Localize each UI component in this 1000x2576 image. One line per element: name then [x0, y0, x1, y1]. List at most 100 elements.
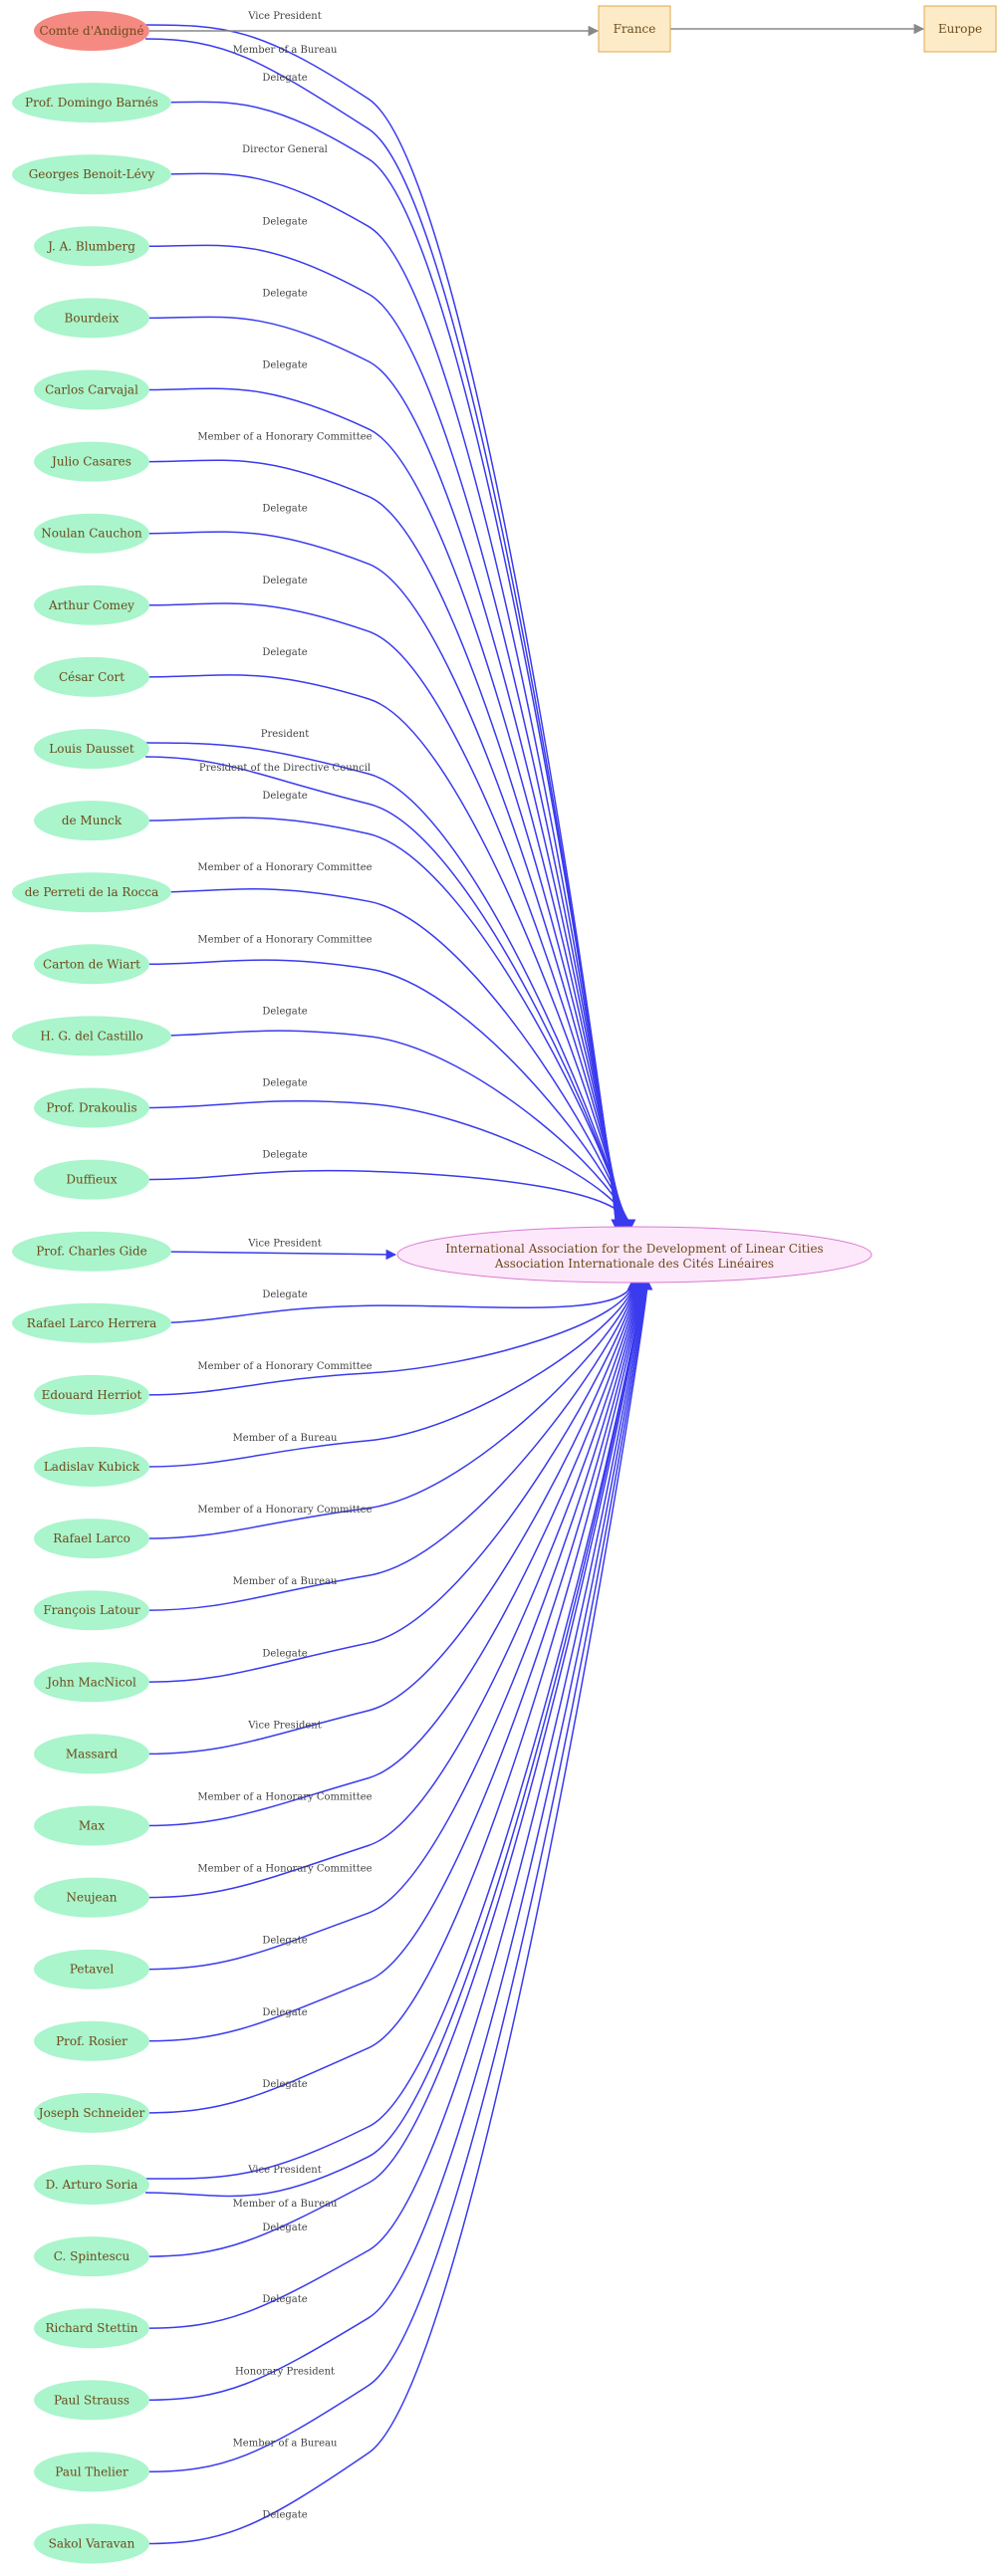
person-node-rafael-larco-herrera[interactable]: Rafael Larco Herrera [12, 1302, 171, 1343]
person-node-shape [12, 1231, 171, 1272]
person-node-label: Massard [66, 1747, 119, 1760]
edge-label: Delegate [262, 791, 307, 802]
edge-rafael-larco-herrera-1 [144, 1279, 638, 1324]
person-node-de-perreti-de-la-rocca[interactable]: de Perreti de la Rocca [12, 872, 171, 913]
edge-paul-strauss-1 [144, 1279, 651, 2402]
person-node-edouard-herriot[interactable]: Edouard Herriot [34, 1374, 149, 1415]
person-node-prof-domingo-barnes[interactable]: Prof. Domingo Barnés [12, 83, 171, 123]
edge-comte-d-andigne-1 [144, 24, 622, 1231]
edge-john-macnicol-1 [144, 1279, 642, 1684]
person-node-georges-benoit-levy[interactable]: Georges Benoit-Lévy [12, 154, 171, 195]
person-node-shape [34, 226, 149, 267]
person-node-j-a-blumberg[interactable]: J. A. Blumberg [34, 226, 149, 267]
person-node-label: Sakol Varavan [49, 2537, 135, 2551]
edge-carton-de-wiart-1 [144, 959, 633, 1231]
person-node-max[interactable]: Max [34, 1805, 149, 1846]
organisation-node-shape [396, 1226, 873, 1284]
edge-label: Delegate [262, 1936, 307, 1947]
person-node-joseph-schneider[interactable]: Joseph Schneider [34, 2092, 149, 2133]
person-node-noulan-cauchon[interactable]: Noulan Cauchon [34, 513, 149, 554]
person-node-duffieux[interactable]: Duffieux [34, 1159, 149, 1200]
edge-label: Director General [242, 144, 328, 155]
person-node-d-arturo-soria[interactable]: D. Arturo Soria [34, 2165, 149, 2205]
person-node-de-munck[interactable]: de Munck [34, 801, 149, 841]
person-node-john-macnicol[interactable]: John MacNicol [34, 1662, 149, 1703]
person-node-louis-dausset[interactable]: Louis Dausset [34, 729, 149, 769]
edge-label: Vice President [247, 1239, 321, 1250]
person-node-label: Arthur Comey [48, 598, 134, 612]
person-node-c-spintescu[interactable]: C. Spintescu [34, 2236, 149, 2277]
country-node-france[interactable]: France [598, 5, 671, 53]
person-node-richard-stettin[interactable]: Richard Stettin [34, 2308, 149, 2349]
person-node-sakol-varavan[interactable]: Sakol Varavan [34, 2523, 149, 2564]
person-node-shape [34, 369, 149, 410]
person-node-shape [34, 1087, 149, 1128]
person-node-prof-rosier[interactable]: Prof. Rosier [34, 2020, 149, 2061]
edge-d-arturo-soria-2 [144, 1279, 648, 2198]
person-node-carlos-carvajal[interactable]: Carlos Carvajal [34, 369, 149, 410]
edge-label: Member of a Honorary Committee [197, 1864, 372, 1875]
person-node-petavel[interactable]: Petavel [34, 1949, 149, 1990]
person-node-shape [34, 441, 149, 482]
person-node-comte-d-andigne[interactable]: Comte d'Andigné [34, 11, 149, 51]
person-node-shape [34, 1662, 149, 1703]
person-node-label: Richard Stettin [45, 2321, 137, 2335]
person-node-massard[interactable]: Massard [34, 1734, 149, 1774]
person-node-label: Prof. Drakoulis [46, 1101, 136, 1115]
person-node-label: Georges Benoit-Lévy [29, 167, 155, 181]
person-node-carton-de-wiart[interactable]: Carton de Wiart [34, 944, 149, 985]
person-node-shape [34, 1805, 149, 1846]
edge-massard-1 [144, 1279, 643, 1756]
edge-prof-rosier-1 [144, 1279, 647, 2042]
person-node-francois-latour[interactable]: François Latour [34, 1590, 149, 1631]
edge-label: Member of a Honorary Committee [197, 1505, 372, 1516]
person-node-neujean[interactable]: Neujean [34, 1877, 149, 1918]
edge-label: Member of a Bureau [233, 2438, 338, 2449]
person-node-label: Joseph Schneider [37, 2106, 145, 2120]
person-node-label: Edouard Herriot [42, 1388, 142, 1402]
edge-label: President of the Directive Council [199, 763, 371, 774]
edge-cesar-cort-1 [144, 674, 630, 1231]
person-node-label: Comte d'Andigné [40, 24, 144, 38]
edge-label: Delegate [262, 73, 307, 84]
person-node-shape [34, 2092, 149, 2133]
person-node-paul-thelier[interactable]: Paul Thelier [34, 2452, 149, 2492]
edge-carlos-carvajal-1 [144, 387, 626, 1231]
person-node-arthur-comey[interactable]: Arthur Comey [34, 585, 149, 625]
person-node-prof-charles-gide[interactable]: Prof. Charles Gide [12, 1231, 171, 1272]
edge-label: Member of a Honorary Committee [197, 862, 372, 873]
edge-label: Delegate [262, 2510, 307, 2521]
country-node-label: France [614, 22, 656, 36]
country-node-europe[interactable]: Europe [923, 5, 997, 53]
person-node-rafael-larco[interactable]: Rafael Larco [34, 1519, 149, 1559]
person-node-shape [34, 656, 149, 697]
person-node-julio-casares[interactable]: Julio Casares [34, 441, 149, 482]
edge-noulan-cauchon-1 [144, 531, 628, 1231]
person-node-ladislav-kubick[interactable]: Ladislav Kubick [34, 1447, 149, 1487]
person-node-shape [34, 801, 149, 841]
person-node-h-g-del-castillo[interactable]: H. G. del Castillo [12, 1016, 171, 1056]
edge-label: Delegate [262, 647, 307, 658]
edge-paul-thelier-1 [144, 1279, 652, 2473]
person-node-cesar-cort[interactable]: César Cort [34, 656, 149, 697]
person-node-shape [34, 1374, 149, 1415]
person-node-prof-drakoulis[interactable]: Prof. Drakoulis [34, 1087, 149, 1128]
person-node-bourdeix[interactable]: Bourdeix [34, 298, 149, 339]
person-node-shape [12, 1016, 171, 1056]
person-node-shape [34, 298, 149, 339]
edge-label: Delegate [262, 1150, 307, 1161]
person-node-label: Petavel [70, 1963, 114, 1977]
person-node-shape [34, 513, 149, 554]
person-node-label: Prof. Charles Gide [36, 1245, 147, 1259]
person-node-label: Bourdeix [65, 311, 120, 325]
edge-label: Delegate [262, 2007, 307, 2018]
edge-label: Delegate [262, 360, 307, 371]
person-node-label: Carlos Carvajal [45, 383, 138, 397]
person-node-shape [12, 872, 171, 913]
person-node-paul-strauss[interactable]: Paul Strauss [34, 2380, 149, 2421]
organisation-node[interactable]: International Association for the Develo… [396, 1226, 873, 1284]
edge-label: Member of a Honorary Committee [197, 432, 372, 443]
person-node-label: H. G. del Castillo [40, 1029, 142, 1043]
edge-ladislav-kubick-1 [144, 1279, 639, 1468]
edge-rafael-larco-1 [144, 1279, 640, 1539]
